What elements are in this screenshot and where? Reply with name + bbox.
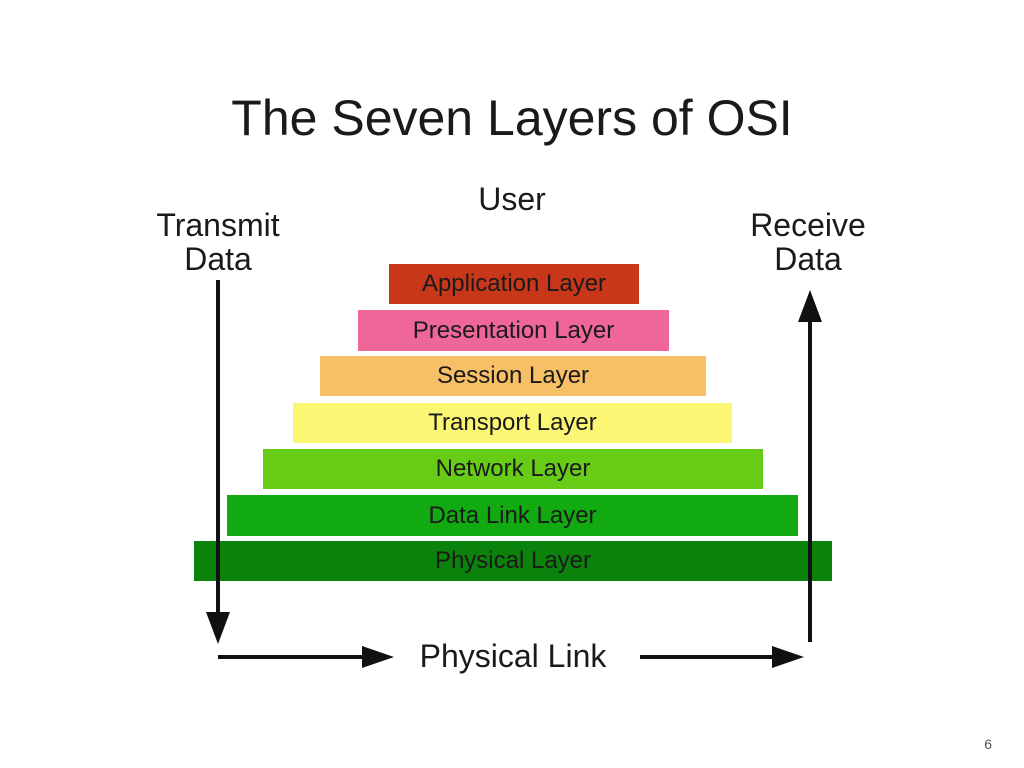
- layer-label: Transport Layer: [428, 409, 597, 436]
- physical-link-label: Physical Link: [419, 638, 607, 674]
- layer-label: Data Link Layer: [428, 501, 597, 529]
- transmit-data-text: Transmit Data: [156, 207, 280, 277]
- layer-transport: Transport Layer: [293, 403, 732, 443]
- layer-physical: Physical Layer: [194, 541, 832, 581]
- link-right-arrow: [640, 646, 804, 668]
- transmit-down-arrow: [206, 280, 230, 644]
- receive-data-text: Receive Data: [750, 207, 866, 277]
- link-left-arrow: [218, 646, 394, 668]
- layer-label: Presentation Layer: [412, 316, 615, 344]
- user-label: User: [478, 181, 546, 217]
- slide-title: The Seven Layers of OSI: [231, 90, 793, 146]
- receive-up-arrow: [798, 290, 822, 642]
- layer-label: Session Layer: [436, 362, 590, 389]
- layer-data-link: Data Link Layer: [227, 495, 798, 536]
- layer-session: Session Layer: [320, 356, 706, 396]
- page-number: 6: [984, 736, 992, 752]
- receive-data-label: Receive Data: [720, 208, 896, 276]
- layer-presentation: Presentation Layer: [358, 310, 669, 351]
- layer-label: Application Layer: [421, 270, 607, 297]
- layer-network: Network Layer: [263, 449, 763, 489]
- transmit-data-label: Transmit Data: [130, 208, 306, 276]
- layer-application: Application Layer: [389, 264, 639, 304]
- layer-label: Physical Layer: [434, 547, 592, 574]
- layer-label: Network Layer: [435, 455, 591, 482]
